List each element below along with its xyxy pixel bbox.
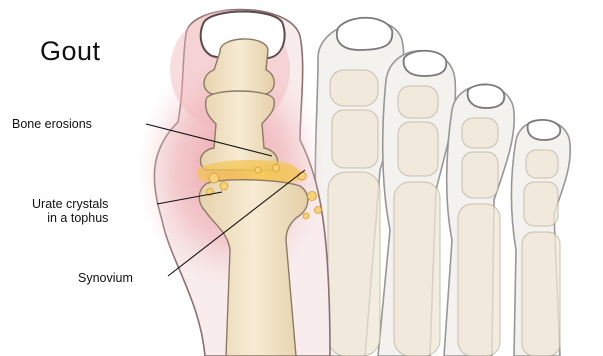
second-toenail-icon	[337, 18, 392, 50]
fourth-toenail-icon	[468, 84, 505, 108]
label-urate-line2: in a tophus	[32, 211, 108, 225]
third-toenail-icon	[404, 51, 447, 76]
fifth-toenail-icon	[528, 120, 561, 140]
label-urate-crystals: Urate crystals in a tophus	[32, 197, 108, 225]
label-synovium: Synovium	[78, 271, 133, 285]
label-urate-line1: Urate crystals	[32, 197, 108, 211]
diagram-title: Gout	[40, 36, 101, 67]
label-bone-erosions: Bone erosions	[12, 117, 92, 131]
